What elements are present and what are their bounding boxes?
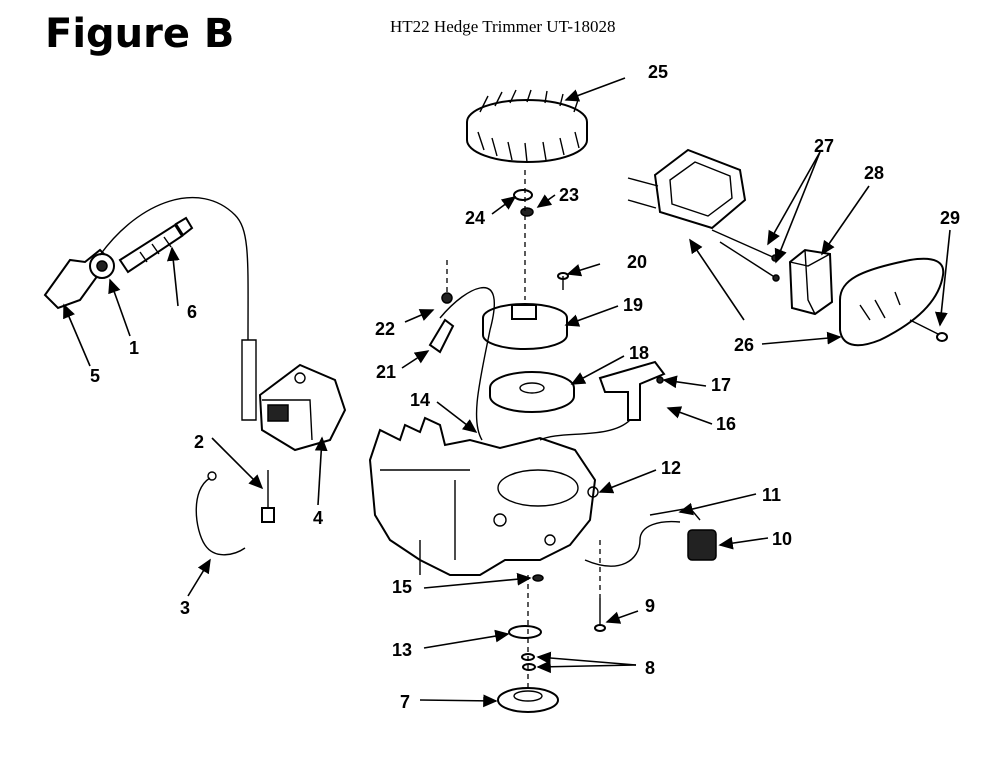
figure-title: Figure B [45, 11, 235, 57]
callout-18: 18 [629, 343, 649, 363]
callout-26: 26 [734, 335, 754, 355]
callout-8: 8 [645, 658, 655, 678]
ignition-lead-part [99, 196, 257, 421]
callout-29: 29 [940, 208, 960, 228]
leader-lines [63, 77, 951, 708]
washer-nut-part [513, 189, 534, 217]
callout-2: 2 [194, 432, 204, 452]
callout-12: 12 [661, 458, 681, 478]
screw-2-part [261, 470, 275, 523]
callout-24: 24 [465, 208, 485, 228]
callout-5: 5 [90, 366, 100, 386]
callout-23: 23 [559, 185, 579, 205]
switch-wire-part [584, 507, 717, 567]
air-filter-screws-part [711, 229, 780, 282]
callout-15: 15 [392, 577, 412, 597]
callout-17: 17 [711, 375, 731, 395]
alignment-lines [446, 170, 601, 690]
starter-pulley-part [482, 303, 568, 350]
stop-switch-part [539, 360, 666, 441]
callout-1: 1 [129, 338, 139, 358]
air-filter-element-part [788, 248, 834, 316]
air-cleaner-base-part [627, 148, 747, 230]
screw-9-part [594, 598, 606, 632]
callout-7: 7 [400, 692, 410, 712]
flywheel-part [466, 89, 588, 163]
callout-28: 28 [864, 163, 884, 183]
callout-19: 19 [623, 295, 643, 315]
callout-labels: 1 2 3 4 5 6 7 8 9 10 11 12 13 14 15 16 1… [90, 62, 960, 712]
callout-14: 14 [410, 390, 430, 410]
ground-wire-part [195, 471, 246, 556]
engine-housing-part [368, 416, 599, 576]
callout-13: 13 [392, 640, 412, 660]
callout-11: 11 [762, 485, 781, 505]
callout-20: 20 [627, 252, 647, 272]
callout-22: 22 [375, 319, 395, 339]
air-cleaner-cover-part [839, 257, 945, 347]
callout-4: 4 [313, 508, 323, 528]
spring-cover-part [489, 371, 575, 413]
spark-plug-boot-part [43, 248, 115, 310]
figure-subtitle: HT22 Hedge Trimmer UT-18028 [390, 17, 616, 36]
callout-3: 3 [180, 598, 190, 618]
lower-washers-part [497, 574, 559, 713]
spark-plug-part [118, 216, 194, 274]
callout-9: 9 [645, 596, 655, 616]
callout-16: 16 [716, 414, 736, 434]
callout-10: 10 [772, 529, 792, 549]
small-hardware-part [428, 272, 569, 441]
ignition-coil-part [258, 363, 347, 452]
cover-screw-part [909, 319, 948, 342]
callout-6: 6 [187, 302, 197, 322]
callout-21: 21 [376, 362, 396, 382]
callout-25: 25 [648, 62, 668, 82]
callout-27: 27 [814, 136, 834, 156]
